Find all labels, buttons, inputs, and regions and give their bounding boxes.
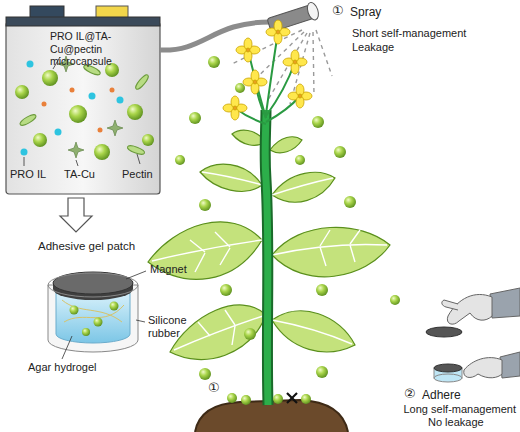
product-label: PRO IL@TA-Cu@pectin microcapsule (50, 30, 158, 68)
cross-mark (287, 393, 297, 403)
step-title: Spray (350, 5, 381, 19)
component-name: TA-Cu (64, 168, 95, 181)
hand-with-patch (426, 288, 520, 382)
spray-nozzle (160, 1, 332, 104)
rapeseed-plant (148, 20, 390, 432)
part-name: Magnet (150, 263, 187, 276)
callout-number: ① (332, 3, 344, 19)
component-name: Pectin (122, 168, 153, 181)
callout-number: ① (208, 380, 220, 396)
component-name: PRO IL (10, 168, 46, 181)
microcapsules (175, 56, 400, 405)
note: No leakage (428, 416, 484, 429)
gel-patch (48, 271, 146, 359)
note: Short self-management (352, 27, 466, 40)
bottle-node: PRO IL@TA-Cu@pectin microcapsulePRO IL TA… (6, 22, 160, 194)
part-name: Agar hydrogel (28, 361, 97, 374)
part-title: Adhesive gel patch (38, 240, 135, 254)
hollow-arrow (60, 198, 92, 232)
spray-bottle (6, 6, 160, 194)
callout-number: ② (404, 386, 416, 402)
step-title: Adhere (422, 388, 461, 402)
note: Long self-management (403, 403, 516, 416)
part-name: Silicone rubber (148, 314, 200, 340)
note: Leakage (352, 41, 394, 54)
